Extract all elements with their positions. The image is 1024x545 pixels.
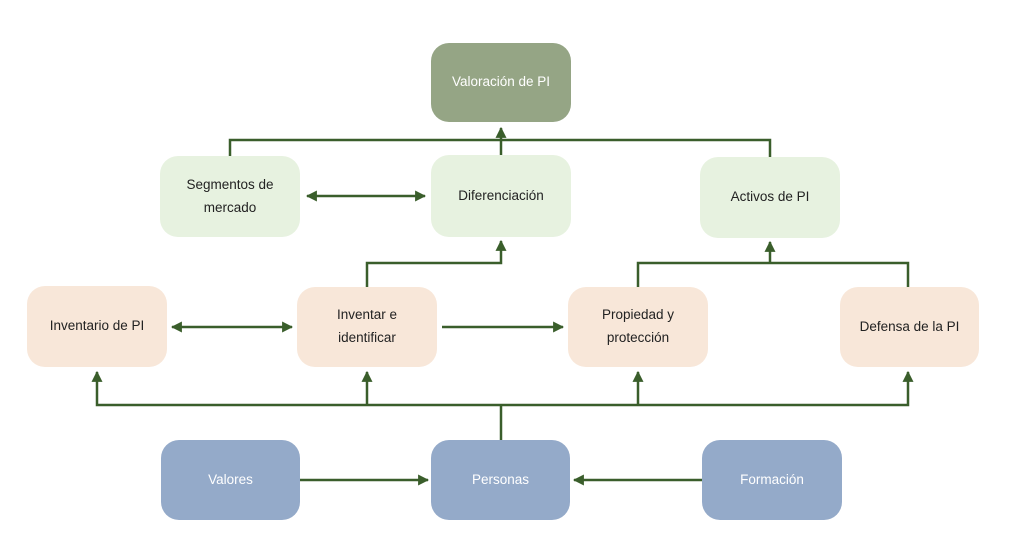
node-label: Personas — [471, 471, 530, 487]
node-label: Valoración de PI — [451, 74, 551, 90]
node-formacion[interactable]: Formación — [702, 440, 842, 520]
node-personas[interactable]: Personas — [431, 440, 570, 520]
node-segmentos-de-mercado[interactable]: Segmentos de mercado — [160, 156, 300, 237]
node-inventario-de-pi[interactable]: Inventario de PI — [27, 286, 167, 367]
node-defensa-de-la-pi[interactable]: Defensa de la PI — [840, 287, 979, 367]
node-inventar-e-identificar[interactable]: Inventar e identificar — [297, 287, 437, 367]
node-label: Formación — [740, 471, 804, 487]
node-valores[interactable]: Valores — [161, 440, 300, 520]
node-label: Valores — [208, 471, 253, 487]
node-label: Propiedad y protección — [601, 307, 675, 345]
node-label: Activos de PI — [730, 189, 810, 205]
node-label: Segmentos de mercado — [186, 176, 274, 215]
node-label: Diferenciación — [458, 187, 544, 203]
node-valoracion-de-pi[interactable]: Valoración de PI — [431, 43, 571, 122]
node-label: Defensa de la PI — [859, 318, 960, 334]
node-diferenciacion[interactable]: Diferenciación — [431, 155, 571, 237]
node-propiedad-y-proteccion[interactable]: Propiedad y protección — [568, 287, 708, 367]
node-label: Inventario de PI — [49, 318, 145, 334]
node-label: Inventar e identificar — [336, 307, 398, 345]
node-activos-de-pi[interactable]: Activos de PI — [700, 157, 840, 238]
